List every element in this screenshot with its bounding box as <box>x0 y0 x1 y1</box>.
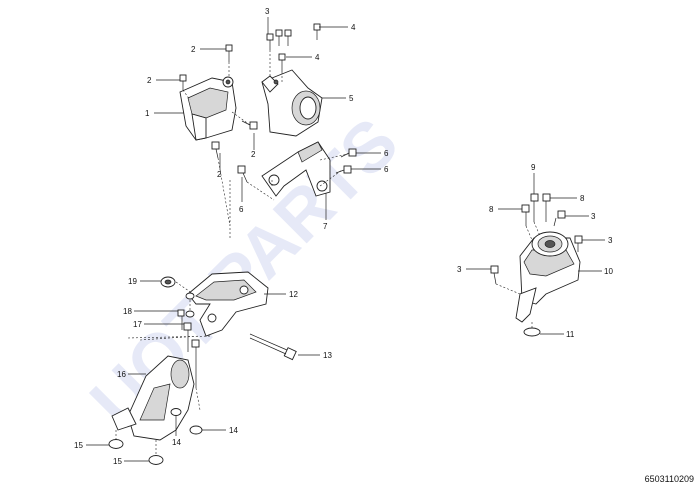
callout-2: 2 <box>217 170 222 179</box>
callout-13: 13 <box>323 351 332 360</box>
callout-14: 14 <box>229 426 238 435</box>
callout-19: 19 <box>128 277 137 286</box>
callout-15: 15 <box>113 457 122 466</box>
callout-2: 2 <box>191 45 196 54</box>
callout-10: 10 <box>604 267 613 276</box>
callout-4: 4 <box>351 23 356 32</box>
callout-3: 3 <box>591 212 596 221</box>
callout-8: 8 <box>489 205 494 214</box>
callout-1: 1 <box>145 109 150 118</box>
callout-8: 8 <box>580 194 585 203</box>
right-mount-assembly <box>490 193 583 337</box>
callout-6: 6 <box>239 205 244 214</box>
callout-15: 15 <box>74 441 83 450</box>
callout-labels: 1 2 2 2 2 3 4 4 5 6 6 6 7 3 8 8 9 3 3 10… <box>74 7 613 466</box>
callout-3: 3 <box>457 265 462 274</box>
callout-6: 6 <box>384 165 389 174</box>
callout-6: 6 <box>384 149 389 158</box>
callout-16: 16 <box>117 370 126 379</box>
callout-4: 4 <box>315 53 320 62</box>
callout-7: 7 <box>323 222 328 231</box>
callout-5: 5 <box>349 94 354 103</box>
upper-mount-assembly <box>179 23 357 240</box>
callout-3: 3 <box>608 236 613 245</box>
callout-2: 2 <box>251 150 256 159</box>
callout-12: 12 <box>289 290 298 299</box>
callout-11: 11 <box>566 330 575 339</box>
callout-14: 14 <box>172 438 181 447</box>
callout-9: 9 <box>531 163 536 172</box>
leader-lines <box>86 17 605 462</box>
callout-2: 2 <box>147 76 152 85</box>
lower-mount-assembly <box>108 271 297 465</box>
callout-17: 17 <box>133 320 142 329</box>
callout-3: 3 <box>265 7 270 16</box>
callout-18: 18 <box>123 307 132 316</box>
diagram-code: 6503110209 <box>645 474 694 484</box>
